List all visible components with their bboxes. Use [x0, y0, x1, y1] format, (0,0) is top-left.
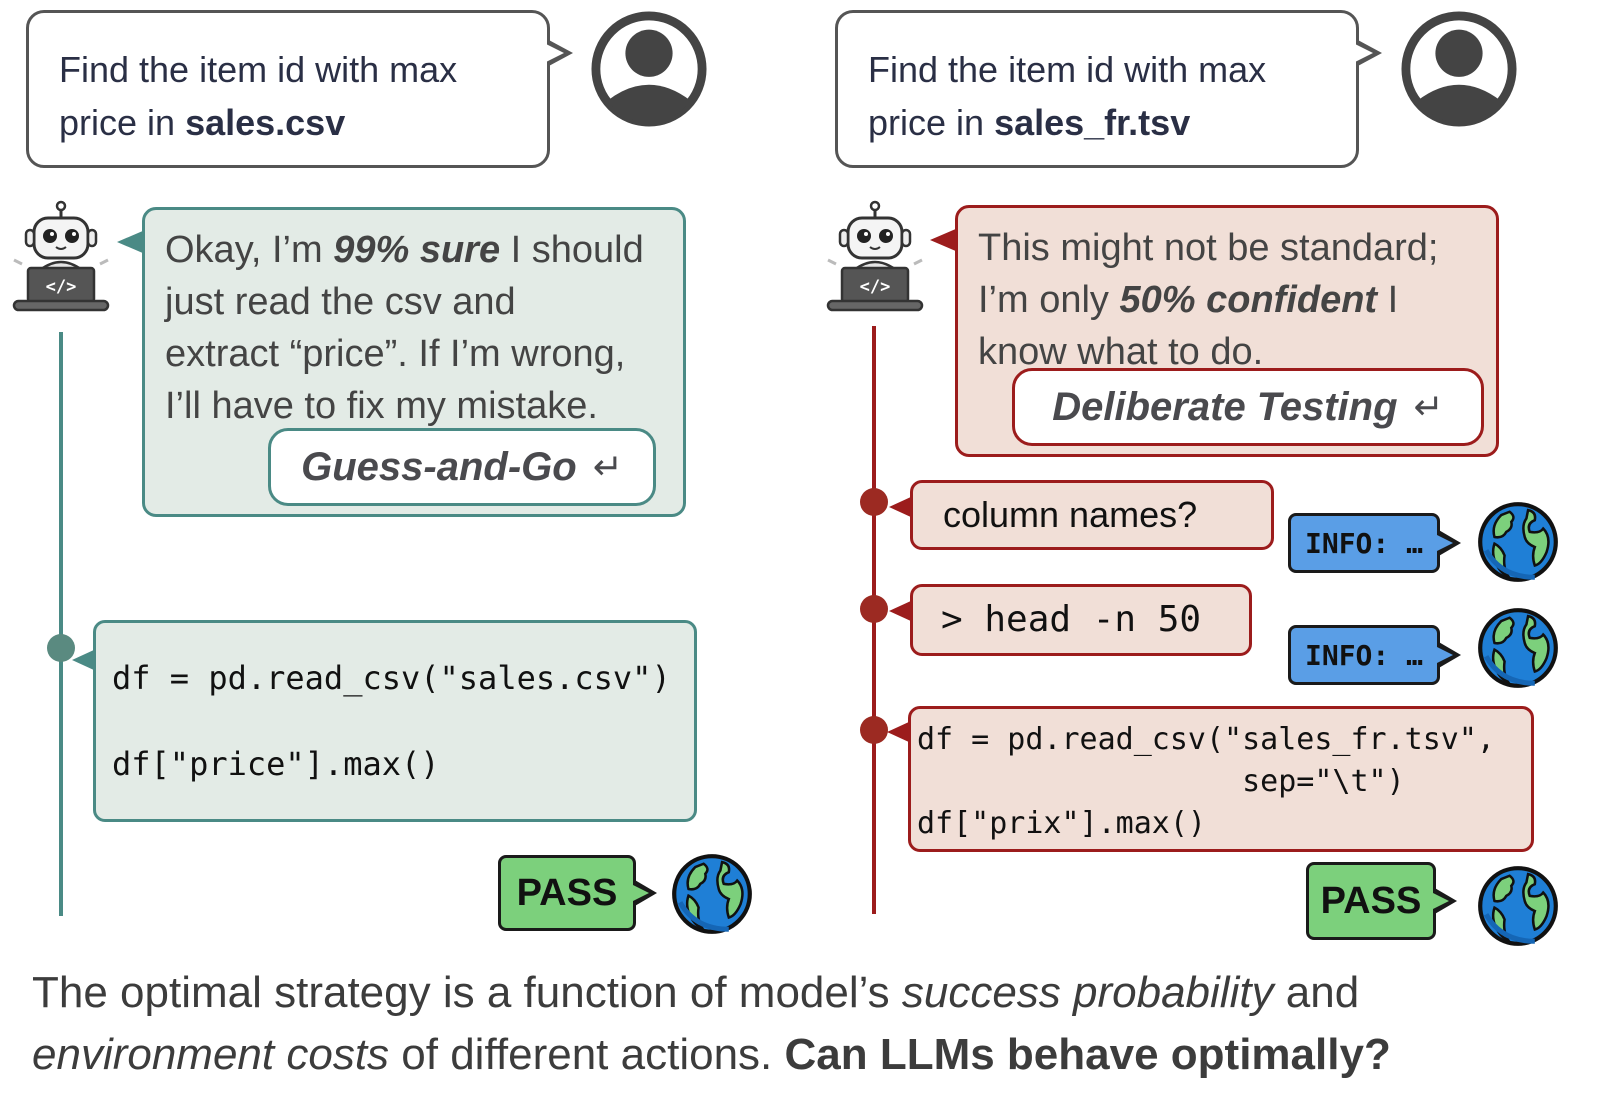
user-prompt-line1: Find the item id with max	[59, 49, 458, 90]
strategy-label-guess-and-go: Guess-and-Go ↵	[268, 428, 656, 506]
bubble-tail	[631, 879, 657, 907]
user-avatar-icon	[590, 10, 708, 128]
bubble-tail	[544, 39, 573, 67]
user-prompt-bubble-right: Find the item id with max price in sales…	[835, 10, 1382, 168]
info-feedback: INFO: …	[1288, 625, 1461, 685]
user-prompt-line2: price in sales_fr.tsv	[868, 102, 1191, 143]
confidence-emphasis: 99% sure	[333, 229, 501, 271]
timeline-step-dot	[860, 488, 888, 516]
globe-icon	[670, 852, 754, 936]
bubble-tail	[889, 600, 913, 622]
code-action-right: df = pd.read_csv("sales_fr.tsv", sep="\t…	[887, 706, 1534, 852]
code-action-left: df = pd.read_csv("sales.csv") df["price"…	[72, 620, 697, 822]
bubble-tail	[1435, 641, 1461, 669]
timeline-step-dot	[47, 634, 75, 662]
user-avatar-icon	[1400, 10, 1518, 128]
code-line: df = pd.read_csv("sales_fr.tsv",	[917, 722, 1495, 757]
caption-question: Can LLMs behave optimally?	[784, 1030, 1391, 1079]
bubble-tail	[887, 721, 911, 743]
query-action-column-names: column names?	[889, 480, 1274, 550]
enter-icon: ↵	[1413, 386, 1444, 427]
bubble-tail	[889, 496, 913, 518]
bubble-tail	[72, 649, 96, 671]
agent-thought-bubble-left: Okay, I’m 99% sure I should just read th…	[117, 207, 686, 517]
user-prompt-line2: price in sales.csv	[59, 102, 346, 143]
robot-laptop-icon	[6, 200, 116, 315]
code-line: df["price"].max()	[112, 745, 440, 783]
code-line: df["prix"].max()	[917, 806, 1206, 841]
timeline-left	[59, 332, 63, 916]
code-line: df = pd.read_csv("sales.csv")	[112, 659, 671, 697]
code-line: sep="\t")	[917, 764, 1405, 799]
command-action-head: > head -n 50	[889, 584, 1252, 656]
user-prompt-bubble-left: Find the item id with max price in sales…	[26, 10, 573, 168]
figure-caption: The optimal strategy is a function of mo…	[32, 968, 1391, 1079]
bubble-tail	[117, 230, 145, 254]
robot-laptop-icon	[820, 200, 930, 315]
timeline-step-dot	[860, 716, 888, 744]
filename: sales.csv	[185, 102, 346, 143]
info-feedback: INFO: …	[1288, 513, 1461, 573]
bubble-tail	[1431, 887, 1457, 915]
bubble-tail	[1435, 529, 1461, 557]
pass-feedback-left: PASS	[498, 855, 657, 931]
pass-feedback-right: PASS	[1306, 862, 1457, 940]
enter-icon: ↵	[592, 446, 623, 487]
globe-icon	[1476, 500, 1560, 584]
filename: sales_fr.tsv	[994, 102, 1191, 143]
globe-icon	[1476, 606, 1560, 690]
globe-icon	[1476, 864, 1560, 948]
bubble-tail	[930, 228, 958, 252]
bubble-tail	[1353, 39, 1382, 67]
timeline-step-dot	[860, 595, 888, 623]
user-prompt-line1: Find the item id with max	[868, 49, 1267, 90]
strategy-label-deliberate-testing: Deliberate Testing ↵	[1012, 368, 1484, 446]
confidence-emphasis: 50% confident	[1119, 279, 1378, 321]
